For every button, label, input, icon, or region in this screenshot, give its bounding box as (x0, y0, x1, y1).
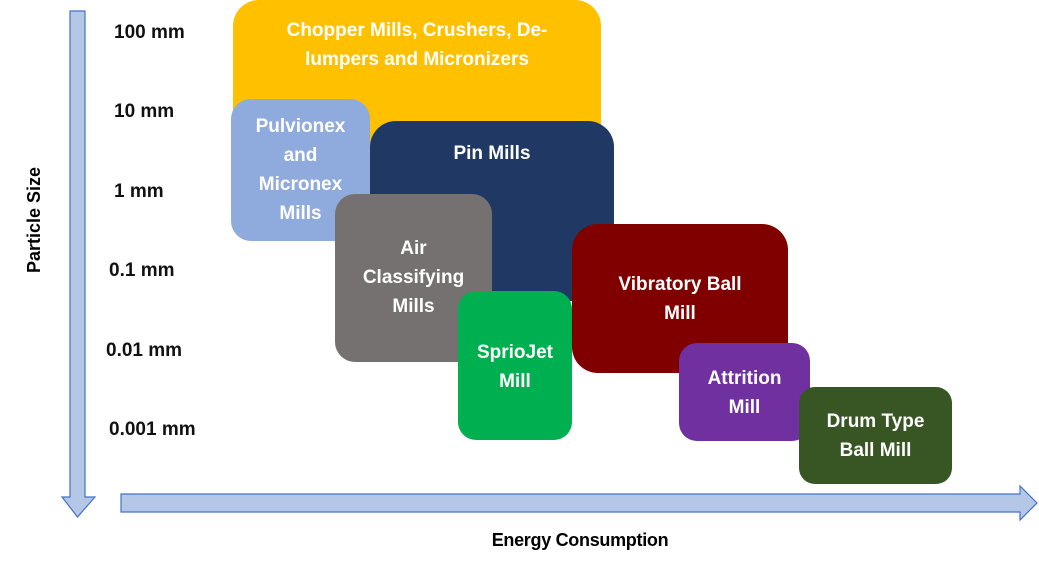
mill-label-chopper: Chopper Mills, Crushers, De- lumpers and… (286, 20, 548, 70)
mill-label-drum: Drum Type Ball Mill (826, 411, 925, 461)
energy-consumption-arrow (120, 484, 1038, 522)
mill-box-spriojet: SprioJet Mill (458, 291, 572, 440)
mill-label-attrition: Attrition Mill (707, 368, 782, 418)
mill-box-attrition: Attrition Mill (679, 343, 810, 441)
mill-label-vibratory: Vibratory Ball Mill (618, 274, 742, 324)
y-tick-0-1mm: 0.1 mm (109, 260, 175, 281)
y-axis-label: Particle Size (24, 166, 44, 274)
y-tick-0-001mm: 0.001 mm (109, 419, 196, 440)
mill-box-drum: Drum Type Ball Mill (799, 387, 952, 484)
y-tick-10mm: 10 mm (114, 101, 175, 122)
mill-label-pin: Pin Mills (453, 143, 531, 164)
mill-label-spriojet: SprioJet Mill (476, 342, 554, 392)
y-tick-100mm: 100 mm (114, 22, 185, 43)
y-tick-1mm: 1 mm (114, 181, 164, 202)
particle-size-arrow (60, 10, 97, 518)
x-axis-label: Energy Consumption (491, 530, 669, 550)
mill-box-pulvionex: Pulvionex and Micronex Mills (231, 99, 370, 241)
y-tick-0-01mm: 0.01 mm (106, 340, 183, 361)
mill-label-air-classifying: Air Classifying Mills (362, 238, 465, 317)
mill-label-pulvionex: Pulvionex and Micronex Mills (255, 116, 346, 224)
